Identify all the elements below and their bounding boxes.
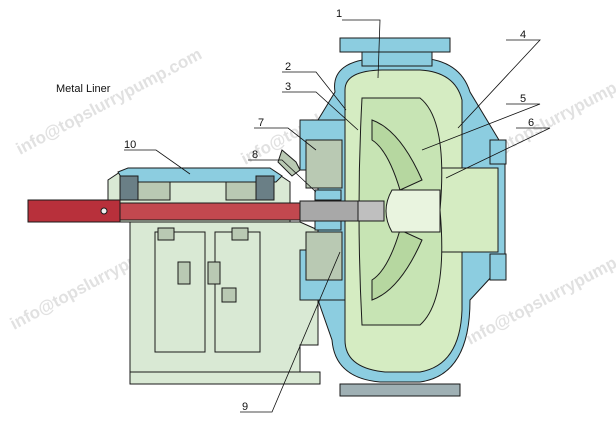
leader-2 xyxy=(282,71,347,111)
leader-8 xyxy=(248,159,317,193)
watermark-1: info@topslurrypump.com xyxy=(13,44,205,158)
lantern-ring-upper xyxy=(314,189,342,201)
gland-upper xyxy=(305,139,343,189)
part-label-7: 7 xyxy=(258,117,264,129)
leader-4 xyxy=(457,39,541,129)
frame-foot-bolt-right xyxy=(207,261,221,285)
frame-foot-bolt-left xyxy=(177,261,191,285)
impeller xyxy=(358,97,443,326)
bearing-right-seal xyxy=(255,175,275,201)
leader-lines xyxy=(124,19,551,413)
part-labels: 1 2 3 4 5 6 7 8 9 10 xyxy=(124,8,534,413)
impeller-eye xyxy=(385,189,441,233)
part-label-4: 4 xyxy=(520,29,526,41)
grease-nipple xyxy=(277,149,301,177)
frame-rib-left xyxy=(154,231,206,353)
part-label-2: 2 xyxy=(285,61,291,73)
suction-flange-top xyxy=(489,139,507,165)
bearing-left-race xyxy=(137,181,171,201)
discharge-flange xyxy=(339,37,451,53)
shaft xyxy=(27,199,385,223)
frame-bolt-b xyxy=(231,227,249,241)
part-label-5: 5 xyxy=(520,93,526,105)
leader-1 xyxy=(342,19,381,79)
leader-3 xyxy=(282,91,359,131)
part-label-1: 1 xyxy=(336,8,342,20)
casing-bottom-bolts xyxy=(339,383,461,397)
leader-9 xyxy=(240,251,341,413)
diagram-caption: Metal Liner xyxy=(56,83,111,95)
gland-lower xyxy=(305,231,343,281)
impeller-vane-upper xyxy=(371,119,423,191)
shaft-mid xyxy=(119,202,301,221)
frame-base xyxy=(129,371,321,385)
leader-7 xyxy=(254,127,317,151)
shaft-keyway xyxy=(100,207,108,215)
leader-10 xyxy=(124,149,191,175)
shaft-sleeve xyxy=(299,200,359,222)
frame-bolt-a xyxy=(157,227,175,241)
frame-side-bolt xyxy=(221,287,237,303)
part-label-8: 8 xyxy=(252,149,258,161)
shaft-thread xyxy=(357,200,385,222)
leader-5 xyxy=(421,103,541,151)
bearing-right-race xyxy=(225,181,257,201)
part-label-9: 9 xyxy=(242,401,248,413)
part-label-3: 3 xyxy=(285,81,291,93)
part-label-10: 10 xyxy=(124,139,136,151)
bearing-left-seal xyxy=(119,175,139,201)
discharge-neck xyxy=(361,51,433,67)
suction-flange-bottom xyxy=(489,253,507,281)
bearing-housing xyxy=(117,167,283,201)
impeller-vane-lower xyxy=(371,229,423,301)
suction-throat-liner xyxy=(435,167,499,253)
part-label-6: 6 xyxy=(528,117,534,129)
leader-6 xyxy=(445,127,551,179)
